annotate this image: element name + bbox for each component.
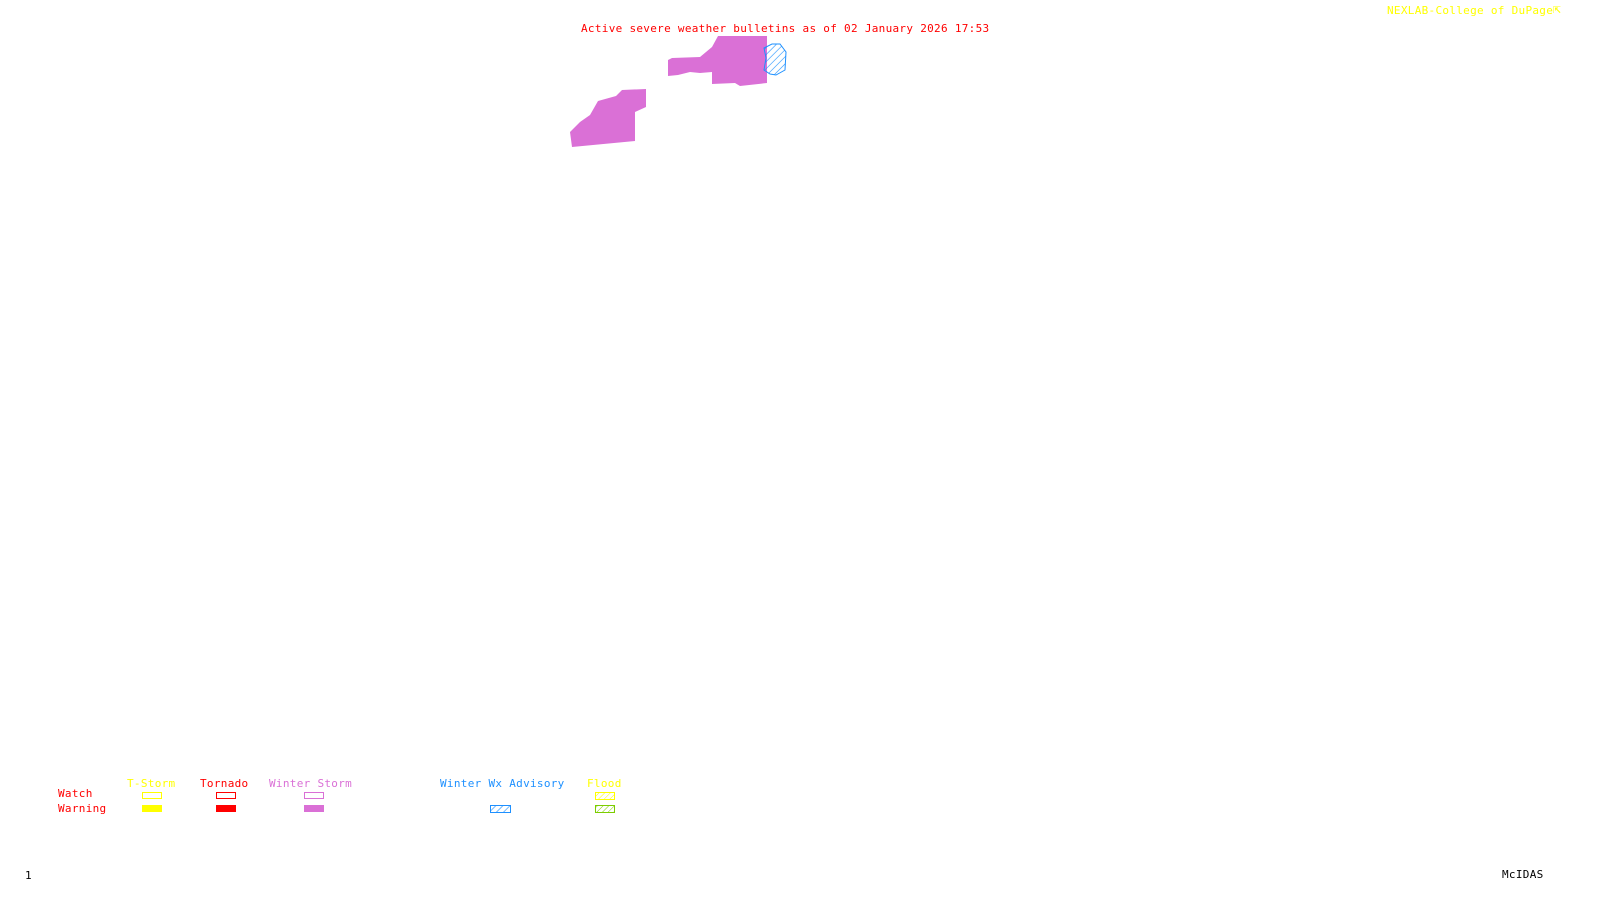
legend-advisory-label: Winter Wx Advisory: [440, 777, 565, 790]
legend-tstorm-watch-swatch: [142, 792, 162, 799]
frame-number: 1: [25, 869, 32, 882]
winter-storm-warning-area: [570, 89, 646, 147]
legend-tornado-label: Tornado: [200, 777, 249, 790]
credit-label: NEXLAB-College of DuPage: [1387, 4, 1554, 17]
winter-storm-warning-area: [668, 36, 767, 86]
external-link-icon[interactable]: ⇱: [1553, 2, 1562, 17]
winter-wx-advisory-area: [763, 43, 787, 76]
legend-warning-label: Warning: [58, 802, 107, 815]
legend-winter-storm-warning-swatch: [304, 805, 324, 812]
legend-tornado-watch-swatch: [216, 792, 236, 799]
legend-tstorm-warning-swatch: [142, 805, 162, 812]
legend-tstorm-label: T-Storm: [127, 777, 176, 790]
legend-advisory-warning-swatch: [490, 805, 511, 813]
legend-tornado-warning-swatch: [216, 805, 236, 812]
legend-winter-storm-watch-swatch: [304, 792, 324, 799]
legend-flood-label: Flood: [587, 777, 622, 790]
legend-flood-watch-swatch: [595, 792, 615, 800]
page-title: Active severe weather bulletins as of 02…: [581, 22, 990, 35]
software-label: McIDAS: [1502, 868, 1544, 881]
legend-winter-storm-label: Winter Storm: [269, 777, 353, 790]
legend-flood-warning-swatch: [595, 805, 615, 813]
legend-watch-label: Watch: [58, 787, 93, 800]
